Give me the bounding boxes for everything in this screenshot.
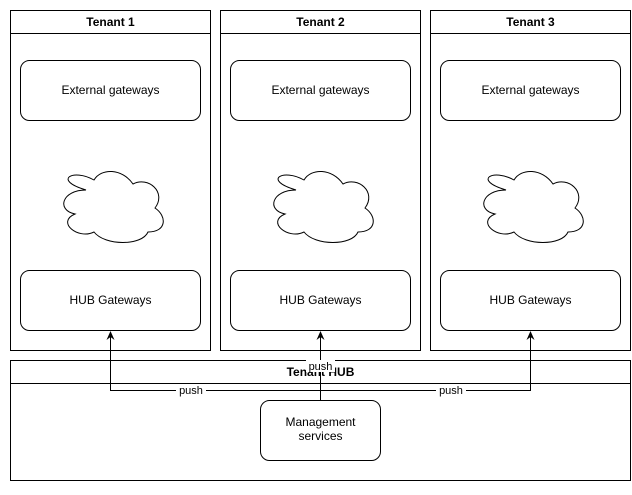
management-services-box: Management services — [260, 400, 381, 461]
external-gateways-label: External gateways — [271, 83, 369, 97]
push-label-right: push — [439, 385, 463, 397]
push-label-left: push — [179, 385, 203, 397]
external-gateways-box: External gateways — [20, 60, 201, 121]
hub-gateways-label: HUB Gateways — [489, 293, 571, 307]
push-connector-middle: push — [306, 331, 335, 401]
tenant-pool-1: Tenant 1 External gateways HUB Gateways — [10, 10, 211, 351]
tenant-2-title: Tenant 2 — [296, 15, 345, 29]
management-services-line2: services — [298, 429, 342, 443]
tenant-3-title: Tenant 3 — [506, 15, 555, 29]
management-services-line1: Management — [285, 415, 356, 429]
hub-gateways-box: HUB Gateways — [230, 270, 411, 331]
tenant-pool-2: Tenant 2 External gateways HUB Gateways — [220, 10, 421, 351]
external-gateways-label: External gateways — [61, 83, 159, 97]
tenant-pool-3: Tenant 3 External gateways HUB Gateways — [430, 10, 631, 351]
cloud-icon — [273, 171, 374, 243]
external-gateways-box: External gateways — [440, 60, 621, 121]
external-gateways-box: External gateways — [230, 60, 411, 121]
hub-gateways-box: HUB Gateways — [440, 270, 621, 331]
cloud-icon — [483, 171, 584, 243]
hub-gateways-label: HUB Gateways — [279, 293, 361, 307]
external-gateways-label: External gateways — [481, 83, 579, 97]
hub-gateways-label: HUB Gateways — [69, 293, 151, 307]
cloud-icon — [63, 171, 164, 243]
tenant-1-title: Tenant 1 — [86, 15, 135, 29]
hub-gateways-box: HUB Gateways — [20, 270, 201, 331]
push-label-middle: push — [309, 361, 333, 373]
